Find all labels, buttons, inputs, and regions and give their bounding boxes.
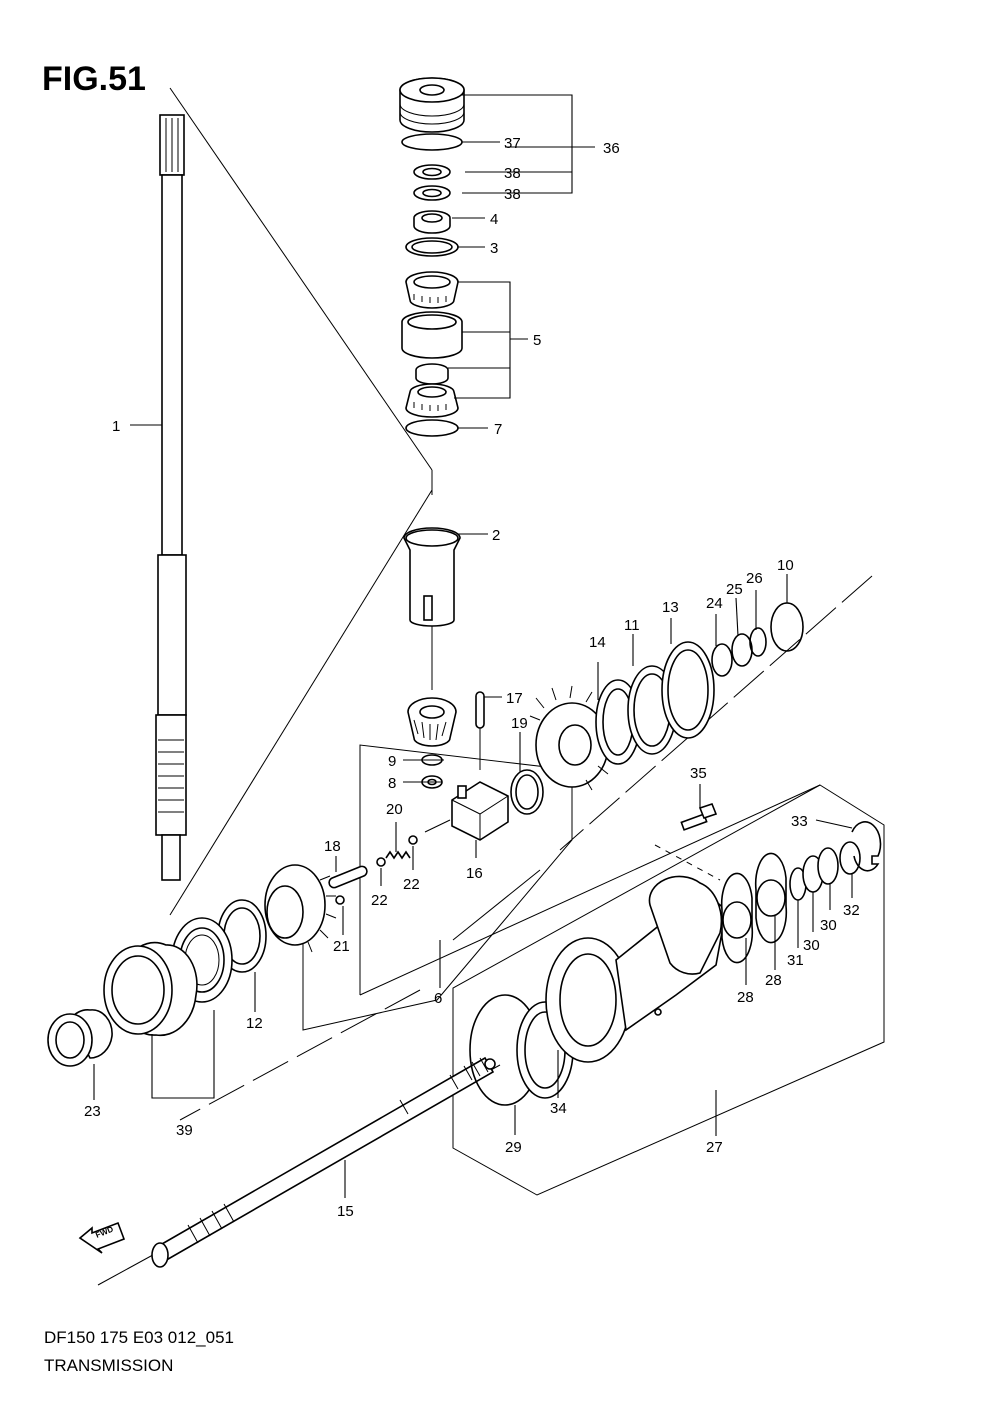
figure-title: FIG.51: [42, 60, 146, 98]
pin-17: [475, 691, 485, 729]
callout-14: 14: [589, 634, 606, 651]
seal-30b: [817, 847, 839, 885]
ring-10: [770, 602, 804, 652]
callout-22a: 22: [371, 892, 388, 909]
needle-bearing-28b: [754, 852, 788, 944]
callout-7: 7: [494, 421, 502, 438]
callout-6: 6: [434, 990, 442, 1007]
thrust-washer-13: [661, 641, 715, 739]
figure-name: TRANSMISSION: [44, 1356, 174, 1375]
pin-18: [328, 865, 368, 889]
callout-2: 2: [492, 527, 500, 544]
callout-28a: 28: [737, 989, 754, 1006]
callout-38a: 38: [504, 165, 521, 182]
callout-17: 17: [506, 690, 523, 707]
callout-22b: 22: [403, 876, 420, 893]
bevel-gear-reverse: [264, 864, 337, 953]
bearing-race-39: [103, 941, 198, 1037]
callout-15: 15: [337, 1203, 354, 1220]
washer-32: [839, 841, 861, 875]
callout-35: 35: [690, 765, 707, 782]
callout-23: 23: [84, 1103, 101, 1120]
callout-31: 31: [787, 952, 804, 969]
callout-5: 5: [533, 332, 541, 349]
callout-19: 19: [511, 715, 528, 732]
ball-22b: [408, 835, 418, 845]
ring-25: [731, 633, 753, 667]
pinion-nut-assembly: [399, 77, 465, 257]
callout-11: 11: [624, 617, 640, 634]
bearing-carrier: [545, 875, 727, 1063]
callout-28b: 28: [765, 972, 782, 989]
callout-3: 3: [490, 240, 498, 257]
callout-12: 12: [246, 1015, 263, 1032]
propeller-shaft: [151, 1056, 496, 1268]
ball-22a: [376, 857, 386, 867]
callout-10: 10: [777, 557, 794, 574]
assembly-6-outline: [302, 744, 573, 1031]
callout-33: 33: [791, 813, 808, 830]
callout-30a: 30: [803, 937, 820, 954]
bearing-set: [401, 271, 463, 437]
figure-code: DF150 175 E03 012_051: [44, 1328, 234, 1347]
needle-bearing-28a: [720, 872, 754, 964]
callout-24: 24: [706, 595, 723, 612]
callout-labels: 1 2 3 4 5 6 7 8 9 10 11 12 13 14 15 16 1…: [84, 135, 860, 1220]
fwd-arrow-icon: FWD: [78, 1221, 126, 1254]
bushing-23: [47, 1009, 113, 1067]
ring-26: [749, 627, 767, 657]
callout-4: 4: [490, 211, 498, 228]
callout-26: 26: [746, 570, 763, 587]
bolt-35: [680, 803, 718, 831]
callout-29: 29: [505, 1139, 522, 1156]
callout-36: 36: [603, 140, 620, 157]
drive-shaft: [155, 114, 187, 881]
callout-20: 20: [386, 801, 403, 818]
callout-1: 1: [112, 418, 120, 435]
sleeve: [403, 527, 461, 627]
callout-18: 18: [324, 838, 341, 855]
callout-37: 37: [504, 135, 521, 152]
ring-24: [711, 643, 733, 677]
circlip-33: [851, 821, 882, 872]
sleeve-ring-19: [510, 769, 544, 815]
spring-20: [385, 850, 411, 860]
clutch-dog: [451, 781, 509, 841]
leader-lines: [93, 94, 853, 1198]
callout-16: 16: [466, 865, 483, 882]
bevel-gear-forward: [529, 685, 617, 791]
callout-25: 25: [726, 581, 743, 598]
callout-13: 13: [662, 599, 679, 616]
callout-39: 39: [176, 1122, 193, 1139]
callout-9: 9: [388, 753, 396, 770]
callout-30b: 30: [820, 917, 837, 934]
callout-21: 21: [333, 938, 350, 955]
callout-34: 34: [550, 1100, 567, 1117]
guide-lines: [97, 87, 873, 1286]
callout-27: 27: [706, 1139, 723, 1156]
callout-32: 32: [843, 902, 860, 919]
assembly-27-outline: [452, 784, 885, 1196]
callout-8: 8: [388, 775, 396, 792]
ball-21: [335, 895, 345, 905]
callout-38b: 38: [504, 186, 521, 203]
pinion-gear: [407, 697, 457, 747]
